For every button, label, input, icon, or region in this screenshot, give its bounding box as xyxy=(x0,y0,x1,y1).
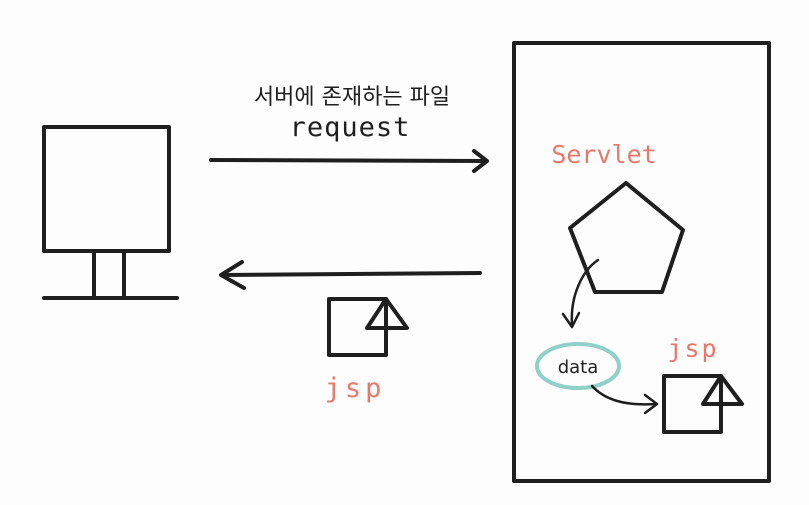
server-jsp-label: jsp xyxy=(667,334,718,363)
servlet-label: Servlet xyxy=(551,140,656,169)
client-monitor-icon xyxy=(42,125,179,300)
response-jsp-label: jsp xyxy=(325,373,386,404)
server-jsp-document-icon xyxy=(662,374,744,434)
monitor-screen xyxy=(42,125,171,253)
servlet-pentagon-icon xyxy=(568,181,685,294)
request-arrow-icon xyxy=(209,149,489,173)
server-box xyxy=(512,41,771,483)
response-jsp-document-icon xyxy=(327,297,409,357)
data-label: data xyxy=(558,357,599,378)
data-ring xyxy=(535,342,621,390)
data-to-jsp-arrow-icon xyxy=(590,384,659,415)
response-arrow-icon xyxy=(219,260,482,290)
servlet-to-data-arrow-icon xyxy=(561,258,600,329)
request-label: request xyxy=(290,112,411,143)
request-korean-label: 서버에 존재하는 파일 xyxy=(254,85,450,110)
